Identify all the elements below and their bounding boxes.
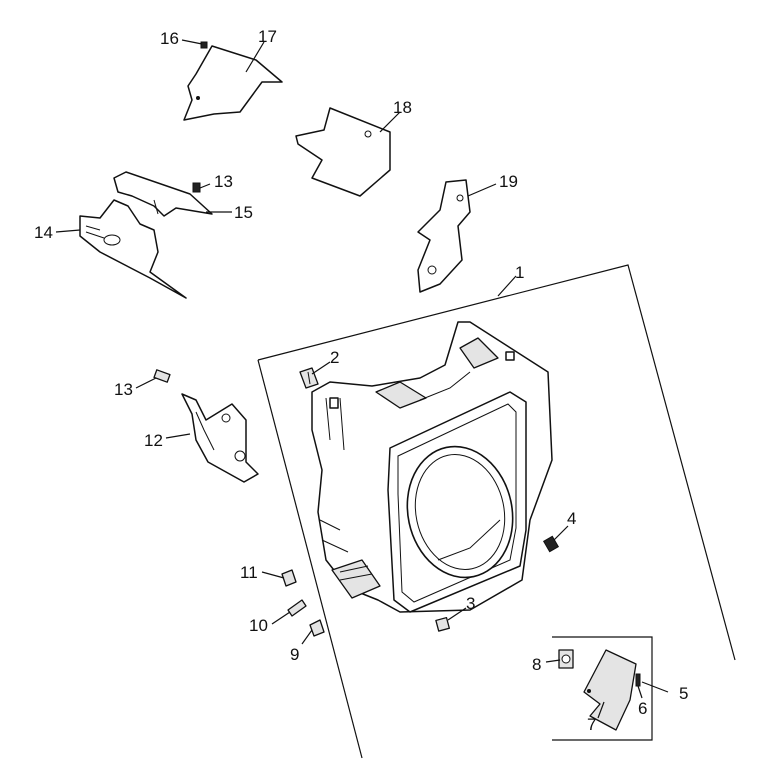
part-2-clip-nut [299,367,319,389]
part-10-stud [287,599,307,617]
part-17-shield [183,45,283,121]
part-7-cover-plate [583,649,637,731]
part-19-bracket [417,179,471,293]
callout-16: 16 [160,29,179,48]
callout-4: 4 [567,509,576,528]
callout-labels: 1 2 3 4 5 6 7 8 9 10 11 12 13 14 15 13 1… [34,27,688,734]
part-14-baffle [79,199,187,299]
part-1-blower-housing [311,321,553,613]
leader-lines [55,39,669,719]
callout-7: 7 [587,715,596,734]
callout-11: 11 [240,563,258,582]
part-15-cover [113,171,213,217]
callout-19: 19 [499,172,518,191]
part-8-clip [558,649,574,669]
part-3-square-nut [435,616,450,632]
callout-14: 14 [34,223,53,242]
part-4-screw [542,535,560,553]
part-12-bracket [181,393,259,483]
callout-12: 12 [144,431,163,450]
callout-5: 5 [679,684,688,703]
callout-9: 9 [290,645,299,664]
part-18-deflector [295,107,391,197]
callout-15: 15 [234,203,253,222]
assembly-1-bracket [257,264,736,759]
part-6-screw [635,673,641,687]
assembly-5-bracket [552,636,653,741]
callout-13-upper: 13 [214,172,233,191]
callout-10: 10 [249,616,268,635]
part-11-bolt [281,569,297,587]
callout-1: 1 [515,263,524,282]
callout-2: 2 [330,348,339,367]
part-13-screw-upper [192,182,201,193]
callout-18: 18 [393,98,412,117]
part-16-screw [200,41,208,49]
callout-6: 6 [638,699,647,718]
callout-3: 3 [466,594,475,613]
callout-8: 8 [532,655,541,674]
callout-17: 17 [258,27,277,46]
callout-13-lower: 13 [114,380,133,399]
part-9-nut [309,619,325,637]
part-13-screw-lower [153,369,171,383]
